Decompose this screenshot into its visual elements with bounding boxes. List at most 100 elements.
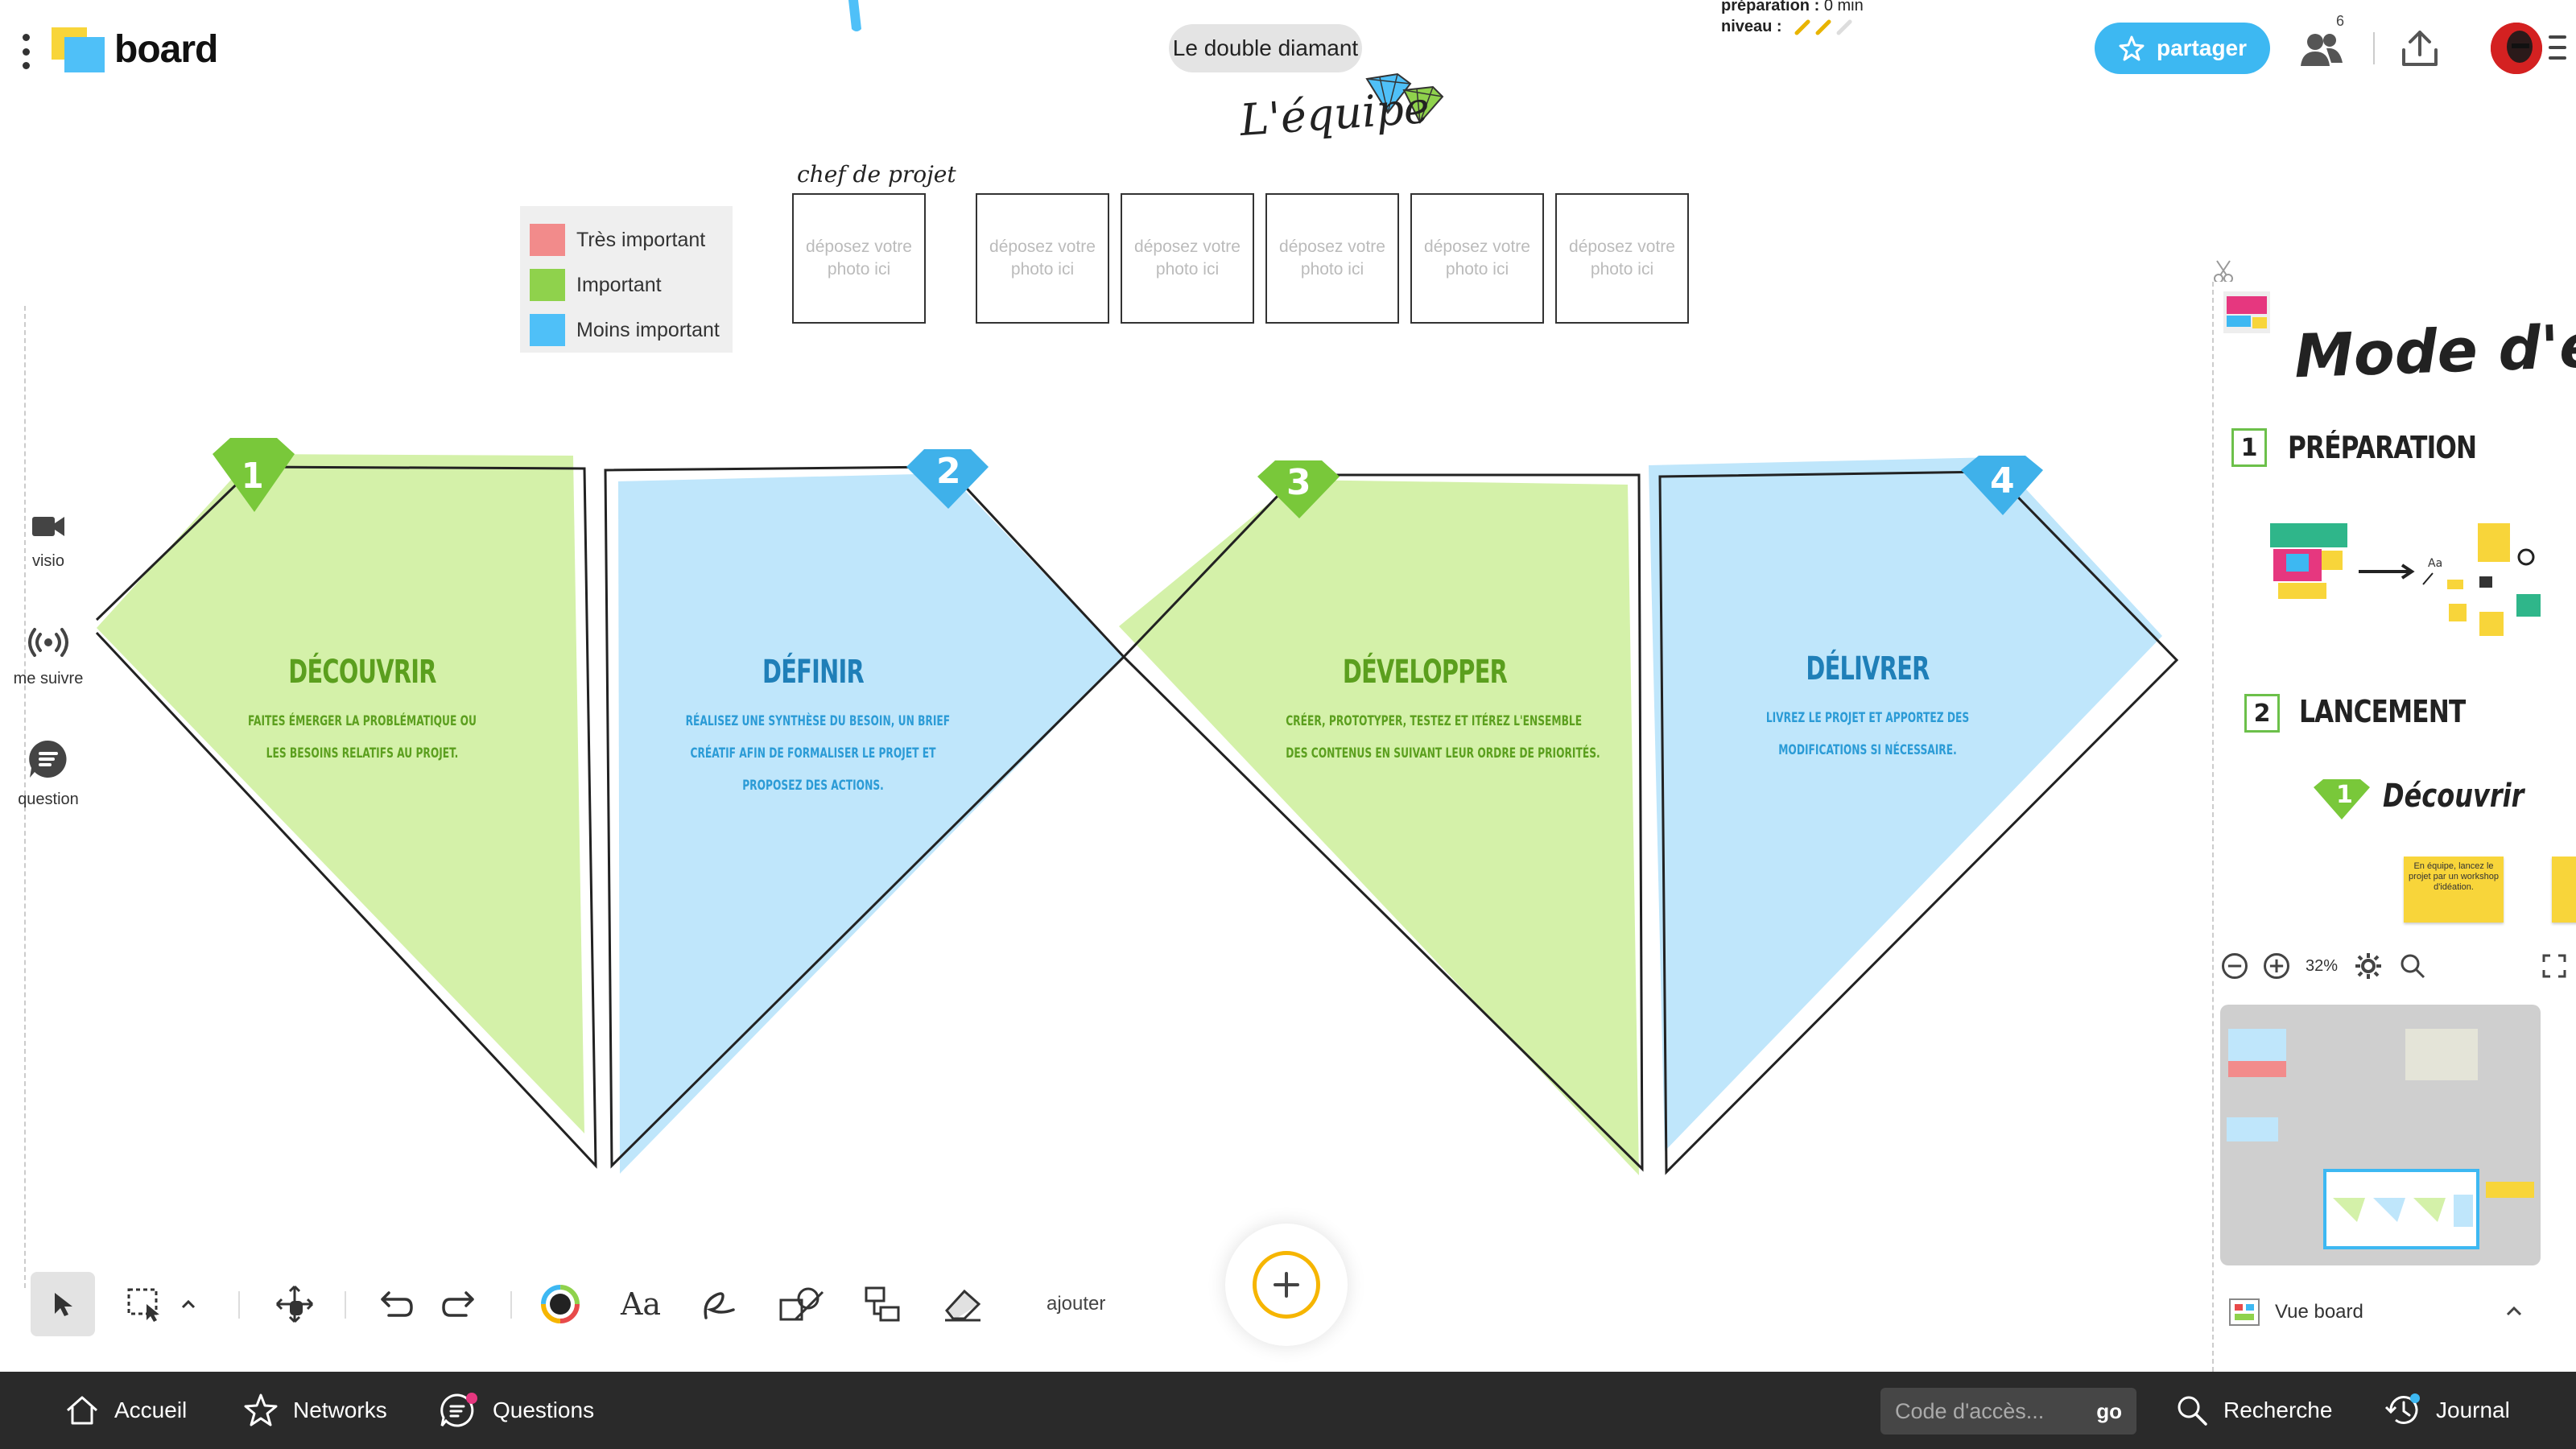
thumbnail-image — [2223, 291, 2270, 333]
board-view-toggle[interactable]: Vue board — [2228, 1298, 2363, 1327]
visio-button[interactable]: visio — [6, 512, 90, 571]
photo-drop-zone[interactable]: déposez votre photo ici — [1265, 193, 1399, 324]
area-select-tool[interactable] — [113, 1272, 177, 1336]
undo-button[interactable] — [362, 1272, 427, 1336]
board-view-label: Vue board — [2275, 1301, 2363, 1323]
phase-1-area[interactable] — [97, 454, 584, 1133]
legend-item-very-important[interactable]: Très important — [530, 217, 723, 262]
add-content-button[interactable] — [1225, 1224, 1348, 1346]
share-button[interactable]: partager — [2095, 23, 2270, 74]
text-tool[interactable]: Aa — [620, 1286, 662, 1322]
share-star-icon — [2119, 35, 2145, 61]
shape-tool[interactable] — [770, 1272, 834, 1336]
panel-title: Mode d'emplo — [2293, 305, 2576, 392]
legend-swatch — [530, 224, 565, 256]
sticky-note-partial[interactable] — [2552, 857, 2576, 923]
phase-2-desc-line3: PROPOSEZ DES ACTIONS. — [742, 778, 884, 794]
zoom-in-button[interactable]: + — [2264, 953, 2289, 979]
zoom-out-button[interactable]: − — [2222, 953, 2248, 979]
search-zoom-icon[interactable] — [2399, 952, 2426, 980]
phase-2-gem-icon — [906, 449, 989, 509]
legend-item-important[interactable]: Important — [530, 262, 723, 308]
main-menu-button[interactable] — [19, 34, 32, 69]
user-avatar[interactable] — [2491, 23, 2542, 74]
photo-drop-zone[interactable]: déposez votre photo ici — [976, 193, 1109, 324]
user-menu-icon[interactable] — [2549, 35, 2566, 60]
phase-2-text: DÉFINIR RÉALISEZ UNE SYNTHÈSE DU BESOIN,… — [636, 654, 990, 802]
legend-label: Moins important — [576, 318, 720, 341]
chevron-up-icon[interactable] — [2505, 1306, 2523, 1317]
header-separator — [2373, 32, 2375, 64]
board-title-pill[interactable]: Le double diamant — [1169, 24, 1362, 72]
nav-networks-label: Networks — [293, 1397, 387, 1422]
follow-me-button[interactable]: me suivre — [6, 626, 90, 688]
sticky-note[interactable]: En équipe, lancez le projet par un works… — [2404, 857, 2504, 923]
preparation-info: préparation : 0 min niveau : — [1721, 0, 1864, 37]
undo-icon — [381, 1291, 413, 1317]
phase-3-text: DÉVELOPPER CRÉER, PROTOTYPER, TESTEZ ET … — [1232, 654, 1618, 770]
phase-1-desc-line2: LES BESOINS RELATIFS AU PROJET. — [266, 745, 459, 762]
nav-questions-label: Questions — [493, 1397, 595, 1422]
fullscreen-icon[interactable] — [2541, 952, 2568, 980]
photo-drop-zone[interactable]: déposez votre photo ici — [1410, 193, 1544, 324]
nav-search[interactable]: Recherche — [2175, 1372, 2332, 1449]
visio-label: visio — [31, 552, 64, 570]
phase-2-desc-line2: CRÉATIF AFIN DE FORMALISER LE PROJET ET — [690, 745, 936, 762]
legend-swatch — [530, 314, 565, 346]
move-tool[interactable] — [262, 1272, 327, 1336]
step-1-box: 1 — [2231, 428, 2267, 467]
phase-3-area[interactable] — [1119, 480, 1639, 1175]
access-go-button[interactable]: go — [2096, 1398, 2122, 1423]
minimap-preview — [2227, 1029, 2534, 1249]
phase-4-title: DÉLIVRER — [1806, 650, 1930, 687]
phase-4-number: 4 — [1990, 460, 2015, 502]
gear-icon[interactable] — [2354, 952, 2383, 980]
phase-3-title: DÉVELOPPER — [1342, 654, 1508, 691]
phase-2-desc-line1: RÉALISEZ UNE SYNTHÈSE DU BESOIN, UN BRIE… — [685, 713, 951, 729]
step-1-title: PRÉPARATION — [2288, 430, 2477, 465]
export-upload-icon[interactable] — [2399, 29, 2441, 69]
draw-tool[interactable] — [687, 1272, 752, 1336]
phase-1-text: DÉCOUVRIR FAITES ÉMERGER LA PROBLÉMATIQU… — [201, 654, 523, 770]
legend-label: Important — [576, 273, 662, 296]
board-minimap[interactable] — [2220, 1005, 2541, 1265]
cursor-arrow-icon — [55, 1293, 72, 1316]
phase-3-number: 3 — [1286, 462, 1311, 503]
nav-questions[interactable]: Questions — [440, 1372, 594, 1449]
nav-journal[interactable]: Journal — [2384, 1372, 2510, 1449]
step-2-box: 2 — [2244, 694, 2280, 733]
pen-draw-icon — [704, 1292, 735, 1319]
users-icon[interactable] — [2299, 31, 2344, 68]
video-icon — [32, 517, 64, 536]
phase-1-number: 1 — [242, 456, 264, 497]
access-code-input[interactable]: Code d'accès... go — [1880, 1388, 2136, 1435]
redo-icon — [442, 1291, 474, 1317]
board-logo[interactable]: board — [50, 24, 243, 76]
access-code-placeholder: Code d'accès... — [1895, 1398, 2045, 1423]
phase-4-area[interactable] — [1649, 457, 2162, 1151]
expand-tools-button[interactable] — [172, 1272, 204, 1336]
add-label[interactable]: ajouter — [1046, 1293, 1106, 1315]
canvas-boundary — [24, 306, 26, 1288]
follow-me-label: me suivre — [13, 670, 84, 687]
redo-button[interactable] — [428, 1272, 493, 1336]
board-view-icon — [2229, 1298, 2260, 1326]
questions-bubble-icon — [440, 1393, 477, 1427]
nav-networks[interactable]: Networks — [243, 1372, 387, 1449]
phase-1-gem-icon — [213, 438, 295, 512]
photo-drop-zone[interactable]: déposez votre photo ici — [1121, 193, 1254, 324]
color-picker-tool[interactable] — [528, 1272, 592, 1336]
project-lead-label: chef de projet — [797, 161, 956, 188]
phase-2-area[interactable] — [618, 473, 1124, 1174]
connector-tool[interactable] — [850, 1272, 914, 1336]
select-tool[interactable] — [31, 1272, 95, 1336]
nav-home[interactable]: Accueil — [64, 1372, 187, 1449]
phase-3-outline — [1121, 473, 1644, 1172]
phase-1-outline — [95, 465, 597, 1169]
photo-drop-zone[interactable]: déposez votre photo ici — [792, 193, 926, 324]
phase-4-desc-line2: MODIFICATIONS SI NÉCESSAIRE. — [1778, 742, 1957, 758]
photo-drop-zone[interactable]: déposez votre photo ici — [1555, 193, 1689, 324]
legend-item-less-important[interactable]: Moins important — [530, 308, 723, 353]
eraser-tool[interactable] — [931, 1272, 995, 1336]
question-button[interactable]: question — [6, 739, 90, 809]
